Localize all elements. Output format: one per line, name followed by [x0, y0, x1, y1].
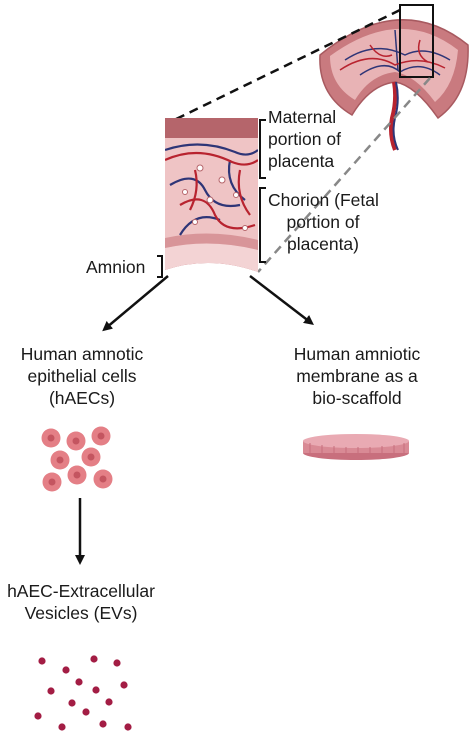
- ev-dots: [34, 655, 132, 731]
- maternal-label-line-1: Maternal: [268, 107, 337, 127]
- ev-dot: [99, 720, 107, 728]
- haec-cell: [42, 472, 62, 492]
- membrane-label-line-2: membrane as a: [296, 366, 418, 386]
- ev-dot: [47, 687, 55, 695]
- ev-dot: [38, 657, 46, 665]
- zoom-guide-line-top: [169, 8, 401, 124]
- zoom-guide-line-bottom: [257, 77, 431, 273]
- chorion-label: Chorion (Fetal portion of placenta): [268, 189, 379, 255]
- haec-cell-cluster: [41, 426, 113, 492]
- membrane-label-line-1: Human amniotic: [293, 344, 421, 364]
- chorion-bracket: [259, 187, 266, 263]
- evs-label-line-2: Vesicles (EVs): [24, 603, 138, 623]
- haec-cell: [81, 447, 101, 467]
- placenta-arteries: [339, 39, 446, 71]
- haec-cell: [91, 426, 111, 446]
- ev-dot: [75, 678, 83, 686]
- ev-dot: [105, 698, 113, 706]
- haec-cell: [67, 465, 87, 485]
- ev-dot: [92, 686, 100, 694]
- amnion-bracket: [157, 255, 163, 278]
- haec-cell: [41, 428, 61, 448]
- haec-label-line-2: epithelial cells: [27, 366, 137, 386]
- ev-dot: [124, 723, 132, 731]
- amnion-label: Amnion: [86, 257, 146, 277]
- haec-label-line-3: (hAECs): [48, 388, 116, 408]
- placenta-illustration: [319, 4, 469, 151]
- ev-dot: [62, 666, 70, 674]
- ev-dot: [34, 712, 42, 720]
- ev-dot: [68, 699, 76, 707]
- haec-cell: [50, 450, 70, 470]
- haec-label-line-1: Human amnotic: [20, 344, 144, 364]
- haec-cell: [93, 469, 113, 489]
- maternal-label: Maternal portion of placenta: [268, 106, 341, 172]
- membrane-label-line-3: bio-scaffold: [312, 388, 402, 408]
- haec-label: Human amnotic epithelial cells (hAECs): [0, 343, 164, 409]
- zoom-box: [399, 4, 434, 78]
- maternal-label-line-3: placenta: [268, 151, 335, 171]
- arrow-to-haec: [102, 275, 169, 332]
- maternal-label-line-2: portion of: [268, 129, 341, 149]
- maternal-bracket: [259, 119, 266, 179]
- evs-label-line-1: hAEC-Extracellular: [7, 581, 155, 601]
- section-arteries: [165, 151, 258, 230]
- ev-dot: [82, 708, 90, 716]
- membrane-label: Human amniotic membrane as a bio-scaffol…: [282, 343, 432, 409]
- placenta-cross-section: [165, 118, 258, 272]
- chorion-label-line-3: placenta): [287, 234, 359, 254]
- villi: [182, 164, 248, 231]
- ev-dot: [113, 659, 121, 667]
- chorion-label-line-2: portion of: [286, 212, 360, 232]
- ev-dot: [90, 655, 98, 663]
- ev-dot: [58, 723, 66, 731]
- arrow-to-membrane: [249, 275, 314, 326]
- umbilical-cord: [389, 81, 398, 151]
- evs-label: hAEC-Extracellular Vesicles (EVs): [0, 580, 162, 624]
- haec-cell: [66, 431, 86, 451]
- chorion-label-line-1: Chorion (Fetal: [268, 190, 379, 210]
- amniotic-membrane-scaffold: [303, 434, 409, 460]
- ev-dot: [120, 681, 128, 689]
